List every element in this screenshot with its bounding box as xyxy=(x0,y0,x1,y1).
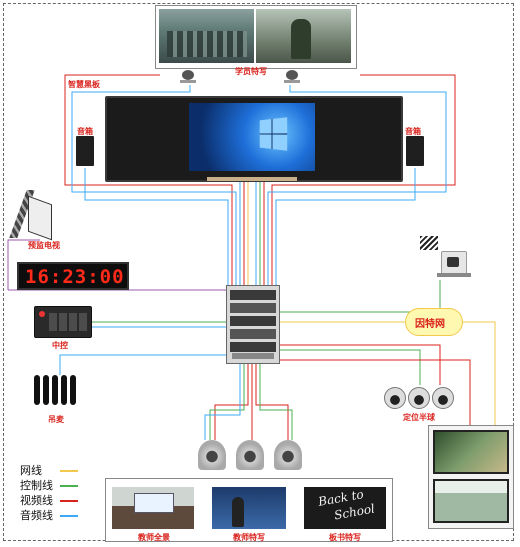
student-camera-right xyxy=(284,70,300,84)
internet-label: 因特网 xyxy=(415,319,445,330)
legend-video-label: 视频线 xyxy=(20,494,53,507)
board-closeup-label: 板书特写 xyxy=(329,533,361,542)
led-clock: 16:23:00 xyxy=(17,262,129,290)
classroom-photo-2 xyxy=(256,9,351,63)
teacher-closeup-photo xyxy=(212,487,286,529)
monitor-stack xyxy=(428,425,514,529)
preview-tv-label: 预监电视 xyxy=(28,241,60,250)
teacher-closeup-label: 教师特写 xyxy=(233,533,265,542)
speaker-right-label: 音箱 xyxy=(405,127,421,136)
speaker-left-label: 音箱 xyxy=(77,127,93,136)
speaker-right xyxy=(406,136,424,166)
hanging-mic-label: 吊麦 xyxy=(48,415,64,424)
student-camera-left xyxy=(180,70,196,84)
monitor-top xyxy=(433,430,509,474)
teacher-views-panel: Back to School 教师全景 教师特写 板书特写 xyxy=(105,478,393,542)
speaker-left xyxy=(76,136,94,166)
chalkboard-photo: Back to School xyxy=(304,487,386,529)
teacher-panorama-photo xyxy=(112,487,194,529)
internet-cloud: 因特网 xyxy=(405,308,463,336)
central-control-panel xyxy=(34,306,92,338)
classroom-photo-1 xyxy=(159,9,254,63)
equipment-rack xyxy=(226,285,280,364)
legend-network-line xyxy=(60,470,78,472)
student-closeup-label: 学员特写 xyxy=(235,67,267,76)
dome-camera-group xyxy=(384,385,454,411)
wireless-signal-icon xyxy=(420,236,438,250)
clock-time: 16:23:00 xyxy=(25,266,125,288)
legend-audio-label: 音频线 xyxy=(20,509,53,522)
smart-blackboard xyxy=(105,96,403,182)
ptz-camera xyxy=(435,245,475,280)
preview-tv xyxy=(9,190,52,241)
positioning-follow-label: 定位半球 xyxy=(403,413,435,422)
central-control-label: 中控 xyxy=(52,341,68,350)
teacher-camera-group xyxy=(198,440,303,474)
student-closeup-panel xyxy=(155,5,357,69)
legend-video-line xyxy=(60,500,78,502)
board-bottom-bar xyxy=(207,177,297,181)
teacher-panorama-label: 教师全景 xyxy=(138,533,170,542)
smart-board-label: 智慧黑板 xyxy=(68,80,100,89)
legend-network-label: 网线 xyxy=(20,464,42,477)
windows-logo-icon xyxy=(259,117,288,151)
legend-control-line xyxy=(60,485,78,487)
hanging-mic-group xyxy=(34,375,84,411)
legend-control-label: 控制线 xyxy=(20,479,53,492)
legend-audio-line xyxy=(60,515,78,517)
monitor-bottom xyxy=(433,479,509,523)
board-screen xyxy=(189,103,315,171)
